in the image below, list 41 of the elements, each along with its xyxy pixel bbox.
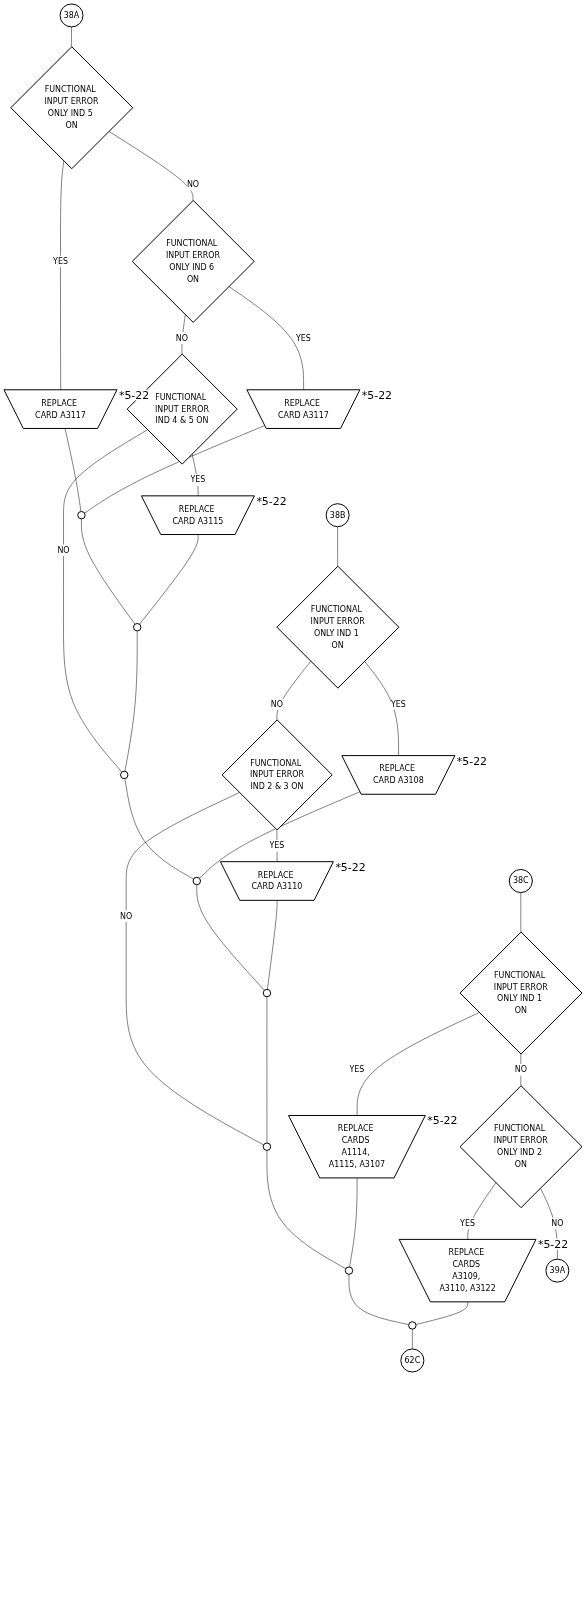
note-text: *5-22 — [256, 494, 287, 508]
connector — [228, 286, 304, 391]
connector — [71, 26, 72, 47]
connector — [125, 792, 264, 1146]
connector — [108, 131, 194, 201]
note-text: *5-22 — [335, 860, 366, 874]
connector — [81, 518, 136, 625]
node-circle — [133, 623, 142, 632]
connector — [412, 1328, 413, 1350]
node-circle — [344, 1266, 354, 1275]
connector — [520, 892, 522, 933]
connector — [63, 429, 148, 773]
note-text: *5-22 — [537, 1238, 569, 1252]
connector — [337, 526, 338, 567]
node-circle — [262, 1142, 272, 1151]
connector — [267, 900, 278, 990]
connector — [124, 630, 138, 772]
connector — [124, 778, 194, 880]
connector — [520, 1053, 522, 1086]
connector — [415, 1301, 469, 1325]
connector — [64, 428, 82, 512]
connector — [364, 661, 399, 757]
connector — [60, 160, 65, 391]
connector — [266, 996, 268, 1144]
connector — [199, 791, 361, 879]
connector — [349, 1177, 358, 1268]
note-text: *5-22 — [361, 388, 393, 402]
connector — [266, 1150, 346, 1270]
connector — [84, 425, 266, 514]
connector — [348, 1274, 409, 1325]
node-circle — [408, 1321, 417, 1330]
node-circle — [120, 770, 129, 780]
note-text: *5-22 — [427, 1114, 458, 1128]
connector — [139, 534, 199, 625]
connector — [356, 1012, 480, 1116]
note-text: *5-22 — [456, 754, 487, 768]
node-circle — [77, 510, 86, 520]
connector — [276, 661, 311, 721]
node-circle — [192, 876, 201, 886]
node-circle — [262, 988, 272, 998]
connector — [196, 884, 265, 991]
